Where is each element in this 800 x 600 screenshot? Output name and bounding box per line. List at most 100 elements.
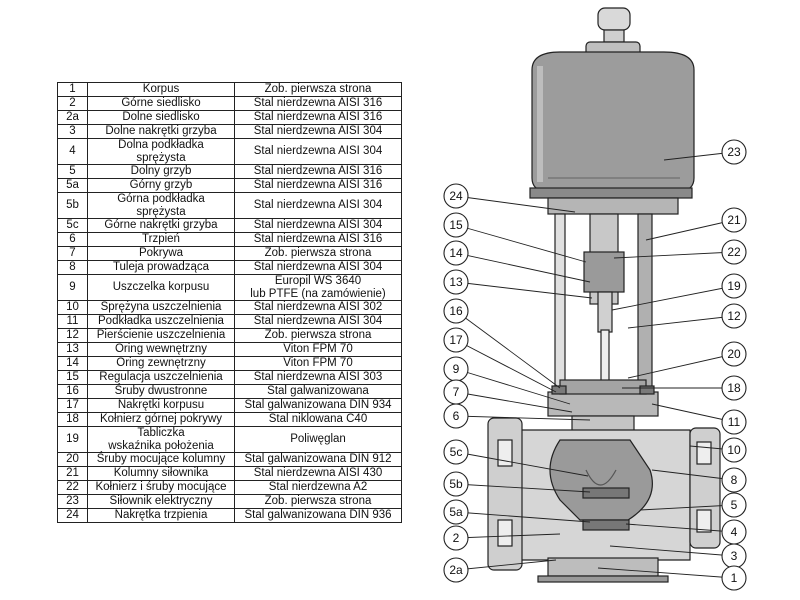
callout-bubble — [721, 303, 747, 329]
part-material: Stal galwanizowana DIN 934 — [234, 398, 402, 413]
inlet-flange — [487, 417, 523, 571]
part-number: 6 — [57, 232, 88, 247]
part-number: 2 — [57, 96, 88, 111]
part-name: Trzpień — [87, 232, 235, 247]
part-number: 11 — [57, 314, 88, 329]
callout-bubble — [721, 273, 747, 299]
callout-number: 1 — [731, 571, 738, 585]
part-name: Górne nakrętki grzyba — [87, 218, 235, 233]
leader-line — [455, 415, 591, 421]
leader-line — [627, 353, 735, 379]
part-material: Stal nierdzewna AISI 316 — [234, 96, 402, 111]
leader-line — [455, 391, 573, 413]
callout-bubble — [721, 375, 747, 401]
part-material: Stal nierdzewna AISI 302 — [234, 300, 402, 315]
leader-line — [455, 339, 557, 393]
callout-number: 13 — [449, 275, 463, 289]
callout-bubble — [443, 327, 469, 353]
callout-bubble — [721, 139, 747, 165]
part-number: 9 — [57, 274, 88, 301]
part-material: Viton FPM 70 — [234, 342, 402, 357]
part-number: 19 — [57, 426, 88, 453]
part-number: 20 — [57, 452, 88, 467]
leader-line — [455, 483, 591, 493]
callout-number: 5c — [450, 445, 463, 459]
part-material: Poliwęglan — [234, 426, 402, 453]
callout-bubble — [443, 240, 469, 266]
part-name: Śruby dwustronne — [87, 384, 235, 399]
part-number: 2a — [57, 110, 88, 125]
callout-bubble — [443, 439, 469, 465]
part-number: 16 — [57, 384, 88, 399]
callout-bubble — [721, 437, 747, 463]
callout-number: 14 — [449, 246, 463, 260]
part-material: Stal galwanizowana DIN 912 — [234, 452, 402, 467]
leader-line — [455, 451, 589, 477]
leader-line — [455, 368, 571, 405]
part-material: Stal nierdzewna AISI 316 — [234, 164, 402, 179]
leader-line — [455, 195, 576, 213]
callout-number: 5a — [449, 505, 463, 519]
leader-line — [455, 533, 561, 539]
callout-bubble — [443, 298, 469, 324]
callout-number: 6 — [453, 409, 460, 423]
part-number: 23 — [57, 494, 88, 509]
callout-number: 18 — [727, 381, 741, 395]
leader-line — [455, 511, 591, 523]
part-number: 4 — [57, 138, 88, 165]
callout-number: 20 — [727, 347, 741, 361]
callout-number: 12 — [727, 309, 741, 323]
callout-number: 11 — [728, 415, 741, 429]
part-name: Oring zewnętrzny — [87, 356, 235, 371]
part-name: Tuleja prowadząca — [87, 260, 235, 275]
part-material: Zob. pierwsza strona — [234, 82, 402, 97]
leader-line — [625, 523, 735, 533]
part-number: 18 — [57, 412, 88, 427]
part-name: Śruby mocujące kolumny — [87, 452, 235, 467]
leader-line — [455, 224, 587, 263]
callout-number: 23 — [727, 145, 741, 159]
callout-number: 10 — [727, 443, 741, 457]
part-name: Górny grzyb — [87, 178, 235, 193]
part-name: Siłownik elektryczny — [87, 494, 235, 509]
callout-number: 4 — [731, 525, 738, 539]
part-number: 24 — [57, 508, 88, 523]
callout-bubble — [443, 471, 469, 497]
callout-number: 19 — [727, 279, 741, 293]
callout-bubble — [443, 212, 469, 238]
part-material: Stal nierdzewna A2 — [234, 480, 402, 495]
callout-bubble — [721, 409, 747, 435]
part-name: Korpus — [87, 82, 235, 97]
part-name: Oring wewnętrzny — [87, 342, 235, 357]
callout-bubble — [443, 499, 469, 525]
part-number: 3 — [57, 124, 88, 139]
leader-line — [611, 285, 735, 311]
part-material: Stal nierdzewna AISI 304 — [234, 218, 402, 233]
part-material: Zob. pierwsza strona — [234, 328, 402, 343]
callout-number: 21 — [727, 213, 741, 227]
part-material: Stal nierdzewna AISI 316 — [234, 110, 402, 125]
part-number: 5 — [57, 164, 88, 179]
callout-bubble — [443, 403, 469, 429]
leader-line — [597, 567, 735, 579]
part-material: Zob. pierwsza strona — [234, 494, 402, 509]
callout-bubble — [443, 269, 469, 295]
part-name: Kołnierz górnej pokrywy — [87, 412, 235, 427]
callout-bubble — [443, 183, 469, 209]
part-name: Pokrywa — [87, 246, 235, 261]
part-material: Stal nierdzewna AISI 303 — [234, 370, 402, 385]
part-number: 10 — [57, 300, 88, 315]
part-number: 7 — [57, 246, 88, 261]
